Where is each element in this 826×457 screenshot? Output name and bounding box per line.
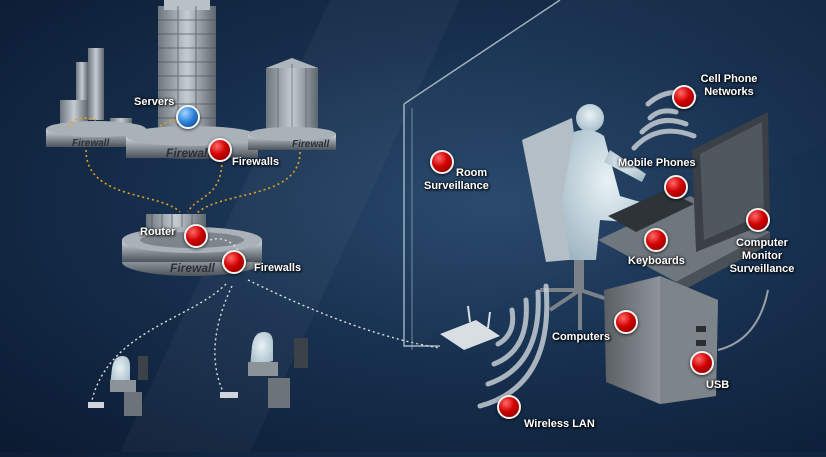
mobile-phones-label: Mobile Phones: [618, 157, 696, 169]
firewalls-mid-label: Firewalls: [254, 262, 302, 274]
computers-label: Computers: [552, 331, 611, 343]
wireless-lan-label: Wireless LAN: [524, 418, 595, 430]
keyboards-label: Keyboards: [628, 255, 685, 267]
computer-monitor-line2: Monitor: [741, 250, 783, 262]
computer-monitor-line1: Computer: [736, 237, 788, 249]
firewalls-mid-hotspot[interactable]: [222, 250, 246, 274]
orange-links: [69, 117, 301, 215]
cell-phone-hotspot[interactable]: [672, 85, 696, 109]
cell-phone-label: Cell Phone Networks: [694, 73, 764, 99]
router-label: Router: [140, 226, 176, 238]
glass-wall: [403, 0, 826, 350]
firewalls-top-label: Firewalls: [232, 156, 280, 168]
router-hotspot[interactable]: [184, 224, 208, 248]
computers-hotspot[interactable]: [614, 310, 638, 334]
cell-phone-line1: Cell Phone: [700, 73, 758, 85]
firewall-ring-left: Firewall: [46, 121, 146, 149]
computer-monitor-label: Computer Monitor Surveillance: [724, 237, 800, 276]
mobile-phones-hotspot[interactable]: [664, 175, 688, 199]
ring-text-left: Firewall: [72, 138, 109, 149]
servers-hotspot[interactable]: [176, 105, 200, 129]
servers-label: Servers: [134, 96, 175, 108]
white-links: [91, 238, 441, 401]
wireless-waves: [477, 283, 550, 409]
wireless-lan-hotspot[interactable]: [497, 395, 521, 419]
ring-text-router: Firewall: [170, 261, 215, 275]
cell-phone-line2: Networks: [704, 86, 754, 98]
firewall-ring-center: Firewall: [126, 126, 258, 160]
workstation-center: [220, 332, 308, 408]
workstation-left: [88, 356, 148, 416]
wireless-router: [440, 305, 500, 350]
computer-monitor-hotspot[interactable]: [746, 208, 770, 232]
room-surveillance-hotspot[interactable]: [430, 150, 454, 174]
computer-monitor-line3: Surveillance: [729, 263, 795, 275]
usb-hotspot[interactable]: [690, 351, 714, 375]
room-surveillance-line2: Surveillance: [424, 180, 489, 192]
firewalls-top-hotspot[interactable]: [208, 138, 232, 162]
usb-label: USB: [706, 379, 730, 391]
ring-text-right: Firewall: [292, 139, 329, 150]
room-surveillance-label: Room Surveillance: [424, 167, 489, 193]
ring-text-center: Firewall: [166, 146, 211, 160]
firewall-ring-right: Firewall: [248, 127, 336, 150]
room-surveillance-line1: Room: [456, 167, 488, 179]
keyboards-hotspot[interactable]: [644, 228, 668, 252]
